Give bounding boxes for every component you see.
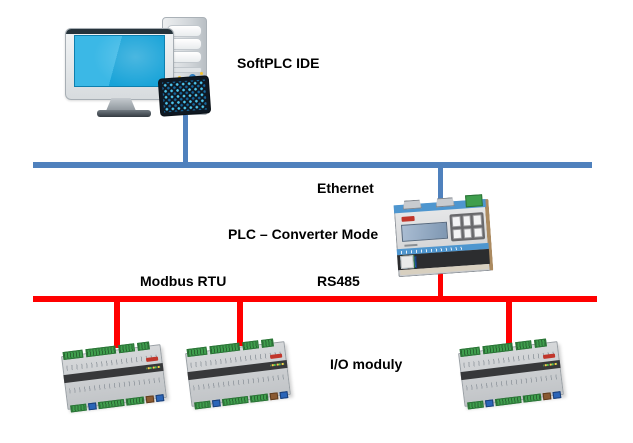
plc-keypad [449,212,486,242]
monitor-top-strip [66,29,173,34]
softplc-ide-label: SoftPLC IDE [237,55,320,71]
plc-key [462,215,472,227]
connector-block [279,391,289,400]
modbus-rtu-label: Modbus RTU [140,273,227,289]
terminal-block [249,393,269,403]
led-icon [200,72,203,75]
rs485-drop-module3-line [506,301,512,347]
terminal-block [194,400,211,410]
desktop-computer-icon [60,14,212,120]
io-module-icon [458,338,564,410]
plc-key [473,226,484,238]
monitor-stand [106,98,136,111]
plc-key [451,215,461,227]
plc-logo [401,215,415,222]
plc-key [452,228,462,240]
connector-block [212,399,221,408]
ethernet-drop-plc-line [438,167,443,207]
pc-keyboard [157,75,212,117]
rs485-drop-plc-line [438,271,443,298]
monitor-stand-base [97,110,151,117]
plc-lcd-display [400,221,449,242]
connector-block [542,392,552,401]
connector-block [155,394,165,403]
terminal-block [467,400,484,410]
ethernet-bus-line [33,162,592,168]
rs485-label: RS485 [317,273,360,289]
monitor-screen [74,35,165,87]
connector-block [145,395,155,404]
terminal-block [465,194,483,208]
terminal-block [137,341,150,351]
rs485-drop-module2-line [237,301,243,346]
plc-converter-icon [393,194,494,278]
plc-converter-mode-label: PLC – Converter Mode [228,226,379,242]
terminal-block [534,338,547,348]
db9-connector-icon [402,199,422,209]
terminal-block [70,403,87,413]
terminal-block [522,393,542,403]
io-module-icon [185,338,291,410]
terminal-block [125,396,145,406]
ethernet-label: Ethernet [317,180,374,196]
ethernet-drop-pc-line [183,108,188,166]
connector-block [269,392,279,401]
rs485-drop-module1-line [114,301,120,348]
plc-key [472,214,483,226]
connector-block [485,399,494,408]
io-moduly-label: I/O moduly [330,356,403,372]
rs485-bus-line [33,296,597,302]
io-module-icon [61,341,167,413]
plc-key [463,227,473,239]
pc-monitor [65,28,174,100]
usb-port-icon [400,255,415,270]
terminal-block [261,338,274,348]
connector-block [552,391,562,400]
connector-block [88,402,97,411]
db9-connector-icon [435,197,455,207]
